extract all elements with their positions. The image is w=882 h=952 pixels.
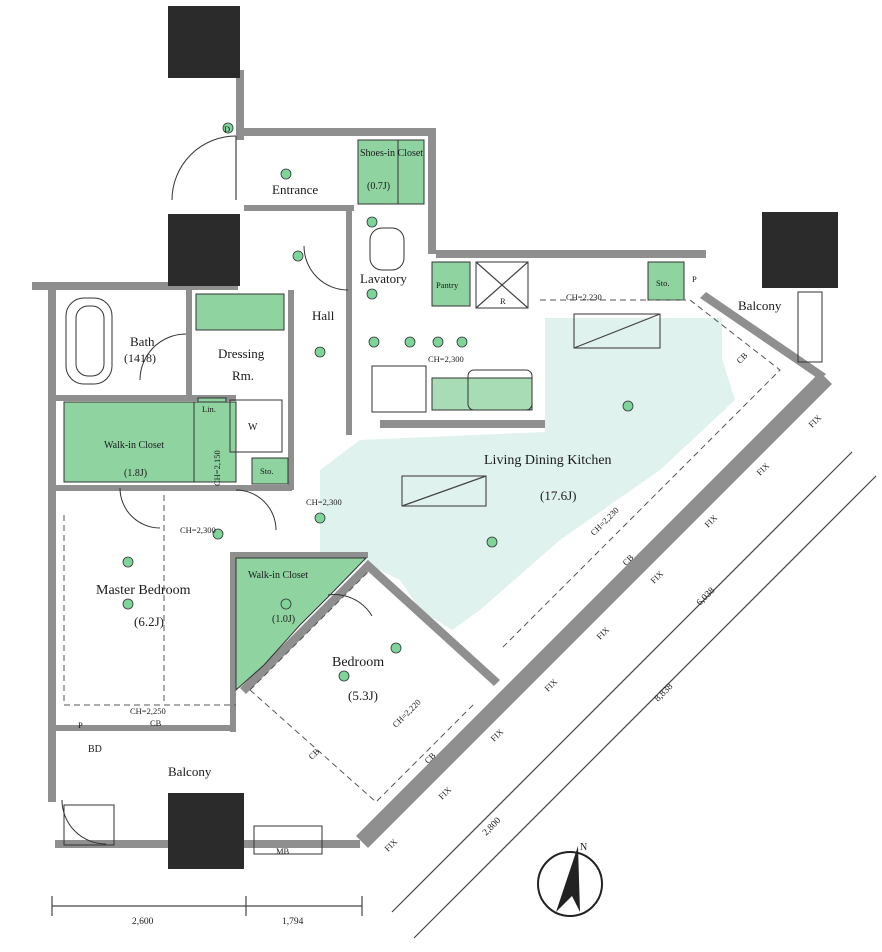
label-bedroom-size: (5.3J) — [348, 688, 378, 703]
label-mb: MB — [276, 846, 290, 856]
label-ldk: Living Dining Kitchen — [484, 453, 612, 468]
label-master-bedroom-size: (6.2J) — [134, 614, 164, 629]
label-hall: Hall — [312, 308, 335, 323]
label-balcony-top: Balcony — [738, 298, 782, 313]
label-balcony-bottom: Balcony — [168, 764, 212, 779]
label-cb-master: CB — [150, 718, 162, 728]
ceiling-lines — [63, 299, 781, 803]
label-washer: W — [248, 422, 258, 433]
label-master-bedroom: Master Bedroom — [96, 583, 191, 598]
label-p-top: P — [692, 274, 697, 284]
label-pantry: Pantry — [436, 280, 459, 290]
ch-walkin: CH=2,150 — [212, 450, 222, 486]
ch-bedroom-diag: CH=2,220 — [390, 697, 422, 729]
label-entrance: Entrance — [272, 182, 318, 197]
label-walkin-bedroom: Walk-in Closet — [248, 570, 308, 581]
label-ldk-size: (17.6J) — [540, 488, 576, 503]
label-bath-size: (1418) — [124, 351, 156, 365]
label-d: D — [224, 124, 230, 134]
label-fix-9: FIX — [382, 837, 399, 854]
compass-north-label: N — [580, 842, 587, 853]
label-fix-6: FIX — [542, 677, 559, 694]
label-fix-4: FIX — [648, 569, 665, 586]
label-fix-7: FIX — [488, 727, 505, 744]
north-compass: N — [537, 842, 603, 917]
label-linen: Lin. — [202, 404, 216, 414]
ch-master-bottom: CH=2,250 — [130, 706, 166, 716]
dim-bottom-left: 2,600 — [132, 917, 154, 927]
dim-bottom-right: 1,794 — [282, 917, 304, 927]
label-p-bottom: P — [78, 720, 83, 730]
label-shoes-in-closet: Shoes-in Closet — [360, 148, 423, 159]
pillars — [168, 6, 838, 869]
ldk-floor — [320, 318, 735, 630]
label-storage-top: Sto. — [656, 278, 669, 288]
ch-master: CH=2,300 — [180, 525, 216, 535]
label-fix-5: FIX — [594, 625, 611, 642]
label-lavatory: Lavatory — [360, 271, 407, 286]
label-cb-bedroom-2: CB — [306, 746, 321, 761]
dim-diag-b: 8,838 — [653, 682, 675, 704]
label-shoes-in-closet-size: (0.7J) — [367, 181, 390, 192]
label-bath: Bath — [130, 334, 155, 349]
ch-kitchen-mid: CH=2,300 — [428, 354, 464, 364]
walls — [32, 70, 832, 848]
label-fix-3: FIX — [702, 513, 719, 530]
light-markers — [122, 122, 634, 682]
label-fix-1: FIX — [806, 413, 823, 430]
fixtures — [61, 135, 823, 855]
label-refrigerator: R — [500, 296, 506, 306]
label-walkin-bedroom-size: (1.0J) — [272, 614, 295, 625]
label-walkin-master: Walk-in Closet — [104, 440, 164, 451]
label-bd: BD — [88, 744, 102, 755]
label-cb-ldk: CB — [734, 350, 749, 365]
label-dressing-rm: Rm. — [232, 368, 254, 383]
label-dressing: Dressing — [218, 346, 265, 361]
label-walkin-master-size: (1.8J) — [124, 468, 147, 479]
closets — [63, 139, 685, 692]
label-bedroom: Bedroom — [332, 655, 384, 670]
ch-hall: CH=2,300 — [306, 497, 342, 507]
label-fix-8: FIX — [436, 785, 453, 802]
room-labels: Entrance Shoes-in Closet (0.7J) Lavatory… — [96, 148, 782, 779]
label-storage-mid: Sto. — [260, 466, 273, 476]
label-fix-2: FIX — [754, 461, 771, 478]
ch-kitchen-top: CH=2,230 — [566, 292, 602, 302]
